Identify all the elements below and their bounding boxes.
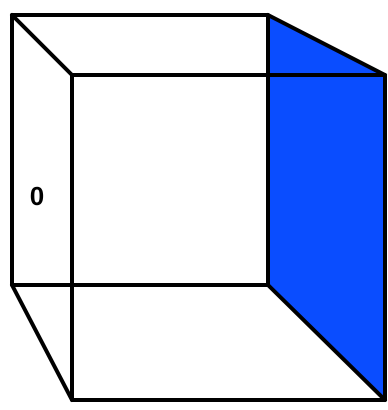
edge-top-left xyxy=(12,15,72,75)
left-face-label: 0 xyxy=(30,181,44,211)
edge-bottom-left xyxy=(12,285,72,400)
